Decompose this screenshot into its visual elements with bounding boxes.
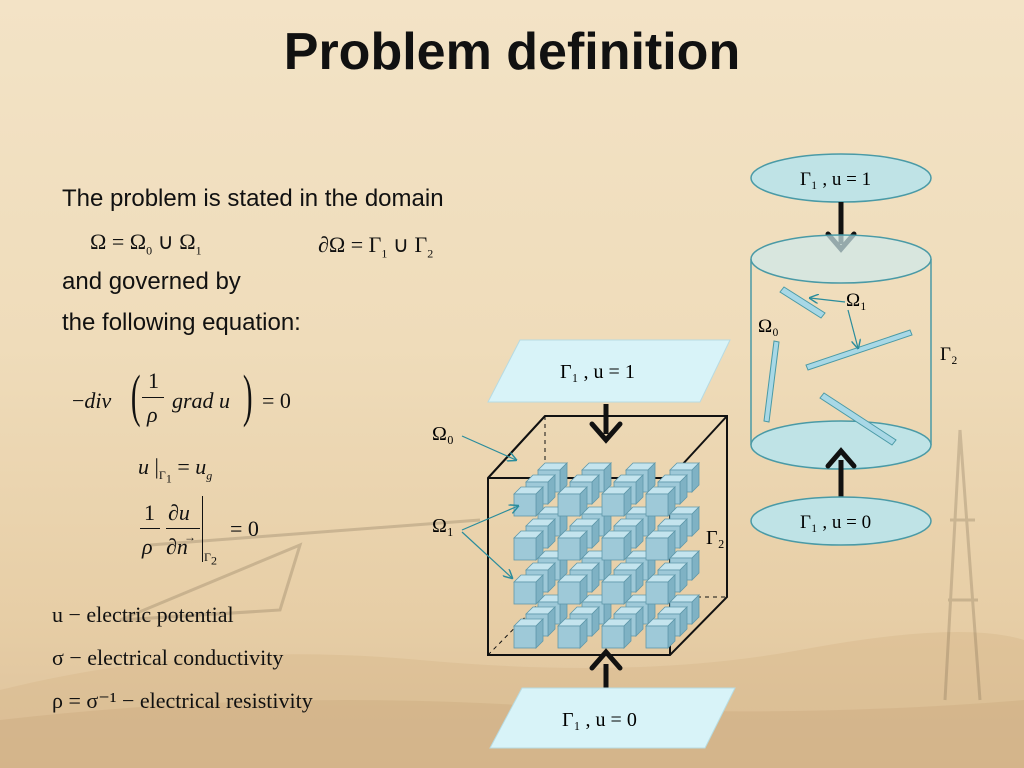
- dirichlet-condition: u |Γ1 = ug: [138, 454, 213, 486]
- cylinder-gamma2-label: Γ₂: [940, 344, 958, 365]
- top-plate-arrow: [589, 404, 623, 444]
- cylinder-top-label: Γ₁ , u = 1: [800, 169, 871, 190]
- inclusion-block: [601, 574, 632, 605]
- top-plate-label: Γ₁ , u = 1: [560, 361, 635, 383]
- u-definition: u − electric potential: [52, 602, 234, 627]
- inclusion-block: [557, 618, 588, 649]
- cube-gamma2-label: Γ₂: [706, 527, 725, 549]
- inclusion-block: [645, 486, 676, 517]
- inclusion-block: [645, 574, 676, 605]
- page-title: Problem definition: [283, 23, 741, 81]
- cube-omega1-label: Ω₁: [432, 515, 454, 537]
- rho-definition: ρ = σ⁻¹ − electrical resistivity: [52, 688, 313, 713]
- inclusion-block: [557, 530, 588, 561]
- cube-inclusion-blocks: [513, 462, 700, 649]
- domain-union-formula: Ω = Ω0 ∪ Ω1: [90, 229, 202, 258]
- bottom-plate-label: Γ₁ , u = 0: [562, 709, 637, 731]
- inclusion-block: [513, 618, 544, 649]
- cube-omega0-label: Ω₀: [432, 423, 454, 445]
- cylinder-bottom-arrow: [825, 447, 857, 500]
- inclusion-block: [513, 574, 544, 605]
- cylinder-diagram: Γ₁ , u = 1 Ω₁ Ω₀ Γ₂ Γ₁ , u = 0: [750, 153, 958, 546]
- inclusion-block: [513, 530, 544, 561]
- inclusion-block: [645, 618, 676, 649]
- cylinder-omega0-label: Ω₀: [758, 316, 779, 337]
- cylinder-rods: [763, 286, 913, 446]
- cylinder-bottom-source: [750, 496, 932, 546]
- bottom-plate: [489, 687, 736, 749]
- top-plate: [487, 339, 731, 403]
- inclusion-block: [601, 530, 632, 561]
- sigma-definition: σ − electrical conductivity: [52, 645, 284, 670]
- equation-intro-text: the following equation:: [62, 309, 301, 336]
- inclusion-block: [557, 486, 588, 517]
- cube-diagram: Γ₁ , u = 1 Γ₁ , u = 0 Ω₀: [432, 339, 736, 749]
- cylinder-omega1-label: Ω₁: [846, 290, 867, 311]
- boundary-union-formula: ∂Ω = Γ1 ∪ Γ2: [318, 232, 434, 261]
- inclusion-block: [645, 530, 676, 561]
- governed-text: and governed by: [62, 268, 241, 295]
- cylinder-bottom-label: Γ₁ , u = 0: [800, 512, 871, 533]
- intro-text: The problem is stated in the domain: [62, 185, 444, 212]
- inclusion-block: [601, 618, 632, 649]
- inclusion-block: [513, 486, 544, 517]
- inclusion-block: [557, 574, 588, 605]
- cylinder-top-face: [750, 234, 932, 284]
- inclusion-block: [601, 486, 632, 517]
